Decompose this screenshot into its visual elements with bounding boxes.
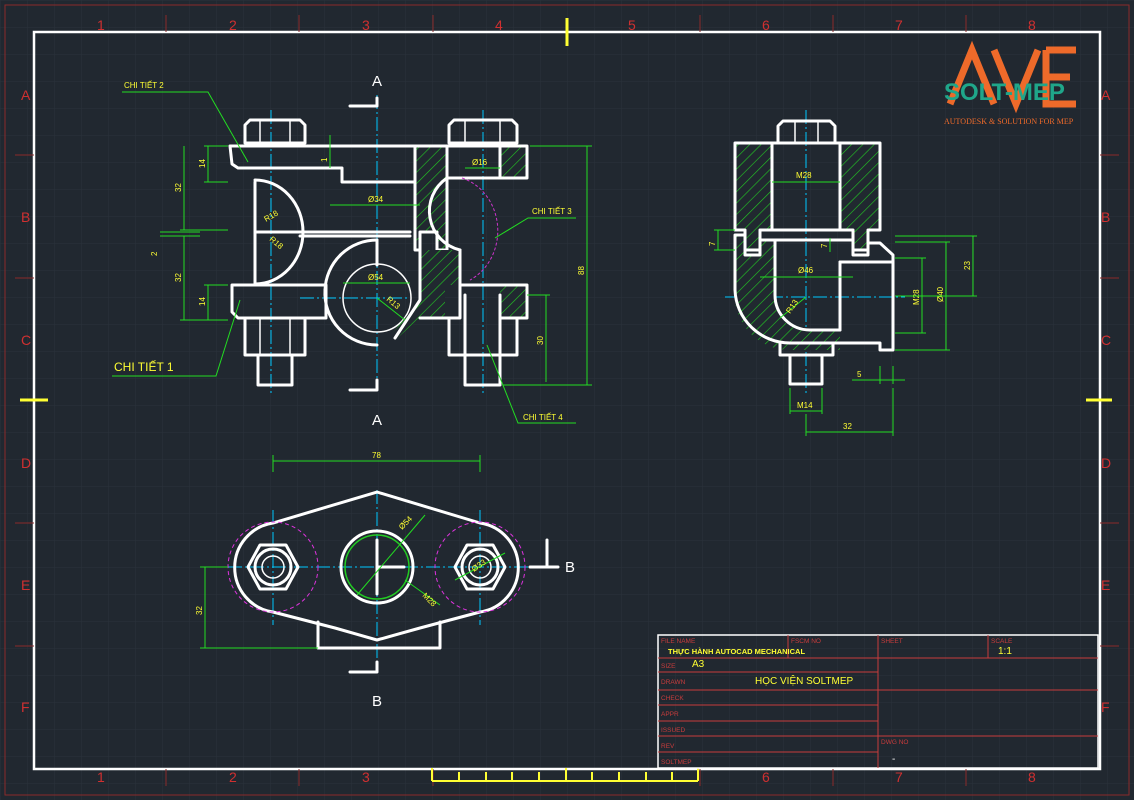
svg-text:B: B — [21, 209, 30, 225]
svg-text:2: 2 — [229, 17, 237, 33]
side-view — [725, 110, 905, 395]
svg-text:Ø46: Ø46 — [798, 266, 814, 275]
svg-text:Ø54: Ø54 — [368, 273, 384, 282]
svg-text:CHI TIẾT 4: CHI TIẾT 4 — [523, 412, 563, 422]
svg-text:88: 88 — [577, 266, 586, 275]
svg-text:32: 32 — [174, 273, 183, 282]
svg-text:CHECK: CHECK — [661, 695, 684, 702]
svg-text:E: E — [21, 577, 30, 593]
dwg-no-value: - — [892, 754, 895, 765]
svg-text:7: 7 — [895, 17, 903, 33]
svg-text:3: 3 — [362, 17, 370, 33]
svg-text:REV: REV — [661, 743, 675, 750]
svg-text:1: 1 — [97, 769, 105, 785]
svg-text:CHI TIẾT 1: CHI TIẾT 1 — [114, 359, 174, 374]
svg-text:6: 6 — [762, 769, 770, 785]
svg-text:7: 7 — [708, 241, 717, 246]
svg-text:D: D — [21, 455, 31, 471]
svg-text:8: 8 — [1028, 17, 1036, 33]
svg-text:M28: M28 — [796, 171, 812, 180]
column-labels-bottom: 1 2 3 6 7 8 — [97, 769, 1036, 785]
svg-text:M14: M14 — [797, 401, 813, 410]
row-labels-right: A B C D E F — [1101, 87, 1111, 715]
svg-text:C: C — [21, 332, 31, 348]
outer-sheet-frame — [4, 4, 1130, 796]
svg-text:14: 14 — [198, 297, 207, 306]
svg-text:32: 32 — [174, 183, 183, 192]
svg-text:7: 7 — [895, 769, 903, 785]
svg-text:B: B — [1101, 209, 1110, 225]
svg-text:D: D — [1101, 455, 1111, 471]
svg-text:SCALE: SCALE — [991, 638, 1013, 645]
svg-text:3: 3 — [362, 769, 370, 785]
svg-text:SIZE: SIZE — [661, 663, 676, 670]
front-view — [228, 95, 529, 395]
svg-text:A: A — [1101, 87, 1111, 103]
svg-text:Ø40: Ø40 — [936, 286, 945, 302]
svg-text:FSCM NO: FSCM NO — [791, 638, 821, 645]
svg-text:M28: M28 — [912, 289, 921, 305]
svg-text:APPR: APPR — [661, 711, 679, 718]
logo-text: SOLT-MEP — [944, 79, 1065, 106]
section-label-a-bottom: A — [372, 412, 382, 429]
svg-text:32: 32 — [843, 422, 852, 431]
svg-text:2: 2 — [229, 769, 237, 785]
svg-text:78: 78 — [372, 451, 381, 460]
svg-text:5: 5 — [628, 17, 636, 33]
svg-text:Ø34: Ø34 — [368, 195, 384, 204]
svg-text:C: C — [1101, 332, 1111, 348]
svg-text:4: 4 — [495, 17, 503, 33]
soltmep-logo: SOLT-MEP AUTODESK & SOLUTION FOR MEP — [944, 40, 1076, 126]
scale-value: 1:1 — [998, 646, 1012, 657]
top-view — [227, 490, 560, 674]
svg-text:1: 1 — [320, 157, 329, 162]
svg-text:7: 7 — [820, 243, 829, 248]
svg-text:DRAWN: DRAWN — [661, 679, 686, 686]
svg-text:CHI TIẾT 2: CHI TIẾT 2 — [124, 80, 164, 90]
svg-text:2: 2 — [150, 251, 159, 256]
svg-text:CHI TIẾT 3: CHI TIẾT 3 — [532, 206, 572, 216]
title-block: FILE NAME THỰC HÀNH AUTOCAD MECHANICAL F… — [657, 634, 1099, 769]
svg-text:DWG NO: DWG NO — [881, 739, 908, 746]
logo-mark — [946, 40, 1076, 114]
svg-text:14: 14 — [198, 159, 207, 168]
row-labels-left: A B C D E F — [21, 87, 31, 715]
svg-text:SHEET: SHEET — [881, 638, 903, 645]
svg-text:23: 23 — [963, 261, 972, 270]
size-value: A3 — [692, 659, 705, 670]
section-label-b-bottom: B — [372, 693, 382, 710]
column-labels-top: 1 2 3 4 5 6 7 8 — [97, 17, 1036, 33]
svg-text:30: 30 — [536, 336, 545, 345]
svg-text:F: F — [21, 699, 30, 715]
sheet-center-marks — [20, 18, 1112, 402]
section-label-b-right: B — [565, 559, 575, 576]
svg-text:8: 8 — [1028, 769, 1036, 785]
svg-text:F: F — [1101, 699, 1110, 715]
drawn-value: HỌC VIỆN SOLTMEP — [755, 674, 853, 687]
part-callouts: CHI TIẾT 2 CHI TIẾT 1 CHI TIẾT 3 CHI TIẾ… — [112, 80, 576, 424]
file-name-value: THỰC HÀNH AUTOCAD MECHANICAL — [668, 647, 805, 656]
bottom-scale-bar — [431, 768, 699, 782]
logo-tagline: AUTODESK & SOLUTION FOR MEP — [944, 117, 1074, 126]
svg-text:32: 32 — [195, 606, 204, 615]
svg-text:A: A — [21, 87, 31, 103]
svg-text:E: E — [1101, 577, 1110, 593]
svg-text:SOLTMEP: SOLTMEP — [661, 759, 692, 766]
svg-text:1: 1 — [97, 17, 105, 33]
svg-text:Ø16: Ø16 — [472, 158, 488, 167]
svg-text:FILE NAME: FILE NAME — [661, 638, 696, 645]
section-label-a-top: A — [372, 73, 382, 90]
svg-text:6: 6 — [762, 17, 770, 33]
svg-text:5: 5 — [857, 370, 862, 379]
svg-text:ISSUED: ISSUED — [661, 727, 686, 734]
